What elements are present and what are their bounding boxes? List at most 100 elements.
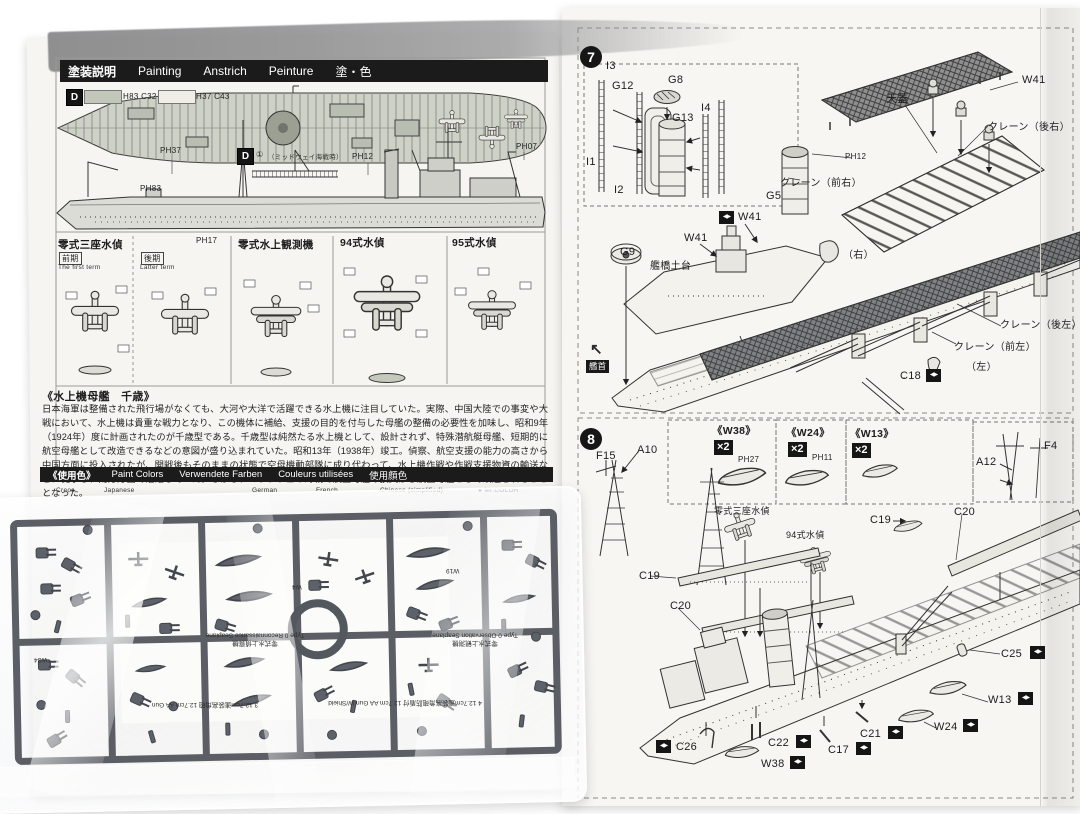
part-label-c22: C22: [768, 737, 790, 749]
paint-flag-top: PH82: [288, 74, 310, 83]
part-label-w41-bridge: W41: [684, 232, 708, 244]
used-colors-fr: Couleurs utilisées: [278, 469, 354, 480]
part-label-f15: F15: [596, 450, 616, 462]
paint-table-col-german: German: [252, 487, 278, 494]
paint-flag-ph27: PH27: [738, 455, 760, 464]
part-label-w41-mid: W41: [738, 211, 762, 223]
sprue-part-code-w34: W34: [34, 656, 48, 664]
paint-flag-ph11: PH11: [812, 453, 833, 462]
step-8-number: 8: [580, 428, 602, 450]
paint-table-col-creos: Creos: [56, 487, 75, 494]
part-label-i2: I2: [614, 184, 624, 196]
paint-icon: ◀▶: [856, 742, 871, 755]
color-swatch-hull: [158, 90, 196, 104]
part-label-g5: G5: [766, 190, 782, 202]
sprue-label-aa-gun-shield: 4 12.7cm連装高角砲防盾付 12.7cm AA Gun W/Shield: [320, 698, 490, 706]
aircraft-title-2: 零式水上観測機: [238, 239, 314, 251]
bow-direction-label: 艦首: [586, 360, 610, 373]
header-title-de: Anstrich: [203, 64, 247, 78]
paint-icon: ◀▶: [926, 369, 941, 382]
used-colors-jp: 《使用色》: [48, 470, 96, 482]
sprue-label-obs-seaplane: 零式水上観測機 Type 0 Observation Seaplane: [410, 630, 540, 646]
part-label-f4: F4: [1044, 440, 1058, 452]
sprue-label-aa-gun: 3 12.7cm連装高角砲 12.7cm AA Gun: [130, 700, 280, 708]
part-label-c18: C18: [900, 370, 922, 382]
color-swatch-deck: [84, 90, 122, 104]
quantity-badge-w38: ×2: [714, 440, 733, 455]
sprue-part-code-w4: W4: [292, 583, 302, 591]
callout-crane-rear-right: クレーン（後右）: [988, 122, 1070, 133]
marking-d-box-2: D: [237, 148, 254, 165]
group-label-w24: 《W24》: [786, 427, 831, 439]
paint-icon: ◀▶: [790, 756, 805, 769]
part-label-g8: G8: [668, 74, 684, 86]
used-colors-en: Paint Colors: [111, 469, 164, 480]
variant-early-en: The first term: [58, 264, 101, 271]
used-colors-bar: 《使用色》 Paint Colors Verwendete Farben Cou…: [40, 467, 553, 482]
part-label-g13: G13: [672, 112, 694, 124]
sprue-label-aa-gun-en: 12.7cm AA Gun: [151, 701, 198, 709]
part-label-c20-right: C20: [954, 506, 976, 518]
part-label-c19-right: C19: [870, 514, 892, 526]
sprue-label-recon-jp: 零式水上偵察機: [232, 639, 278, 647]
part-label-a10: A10: [637, 444, 658, 456]
aircraft-title-1: 零式三座水偵: [58, 239, 123, 251]
callout-right-side: （右）: [843, 250, 874, 261]
part-label-i1: I1: [586, 156, 596, 168]
header-title-jp: 塗装説明: [68, 64, 117, 79]
paint-flag-ph83: PH83: [140, 184, 162, 193]
header-title-colors: 塗・色: [335, 64, 372, 79]
header-title-en: Painting: [138, 64, 182, 78]
variant-late-en: Latter term: [140, 264, 175, 271]
callout-left-side: （左）: [966, 362, 997, 373]
paint-flag-ph17: PH17: [196, 236, 218, 245]
part-label-i3: I3: [606, 60, 616, 72]
used-colors-de: Verwendete Farben: [179, 469, 263, 480]
callout-crane-front-right: クレーン（前右）: [780, 178, 862, 189]
callout-crane-rear-left: クレーン（後左）: [1000, 320, 1080, 331]
paint-icon: ◀▶: [796, 735, 811, 748]
part-label-w41-top: W41: [1022, 74, 1046, 86]
callout-crane-front-left: クレーン（前左）: [954, 342, 1036, 353]
part-label-w13: W13: [988, 694, 1012, 706]
sprue-label-recon-en: Type 0 Reconnaissance Seaplane: [205, 631, 305, 639]
aircraft-title-4: 95式水偵: [452, 237, 497, 249]
callout-type0-seaplane: 零式三座水偵: [714, 506, 770, 516]
paint-flag-ph12-step7: PH12: [845, 152, 867, 161]
part-label-c25: C25: [1001, 648, 1023, 660]
paint-icon: ◀▶: [963, 719, 978, 732]
quantity-badge-w13: ×2: [852, 443, 871, 458]
callout-canopy: 天蓋: [886, 93, 909, 105]
callout-bridge-base: 艦橋土台: [650, 261, 692, 272]
paint-flag-ph12: PH12: [352, 152, 374, 161]
marking-d-box: D: [66, 89, 83, 106]
paint-icon: ◀▶: [719, 211, 734, 224]
profile-variant-note: （ミッドウェイ海戦時）: [268, 154, 343, 161]
sprue-label-obs-en: Type 0 Observation Seaplane: [432, 631, 518, 639]
part-label-c26: C26: [676, 741, 698, 753]
sprue-label-recon-seaplane: 零式水上偵察機 Type 0 Reconnaissance Seaplane: [190, 630, 320, 646]
history-title: 《水上機母艦 千歳》: [42, 391, 155, 403]
part-label-w38: W38: [761, 758, 785, 770]
paint-flag-ph37: PH37: [160, 146, 182, 155]
profile-variant-num: ①: [256, 150, 264, 159]
sprue-label-aa-gun-shield-jp: 4 12.7cm連装高角砲防盾付: [403, 699, 482, 707]
paint-icon: ◀▶: [1030, 646, 1045, 659]
step-7-number: 7: [580, 46, 602, 68]
group-label-w13: 《W13》: [850, 428, 895, 440]
quantity-badge-w24: ×2: [788, 442, 807, 457]
part-label-c19-left: C19: [639, 570, 661, 582]
group-label-w38: 《W38》: [712, 425, 757, 437]
part-label-c21: C21: [860, 728, 882, 740]
part-label-c20-left: C20: [670, 600, 692, 612]
color-swatch-hull-code: H37 C43: [196, 92, 230, 101]
part-label-i4: I4: [701, 102, 711, 114]
sprue-label-aa-gun-jp: 3 12.7cm連装高角砲: [198, 701, 259, 709]
paint-icon: ◀▶: [1018, 692, 1033, 705]
plastic-parts-bag: [0, 485, 588, 814]
color-swatch-deck-code: H83 C32: [123, 92, 157, 101]
aircraft-title-3: 94式水偵: [340, 237, 385, 249]
paint-table-col-japanese: Japanese: [104, 487, 135, 494]
part-label-c17: C17: [828, 744, 850, 756]
